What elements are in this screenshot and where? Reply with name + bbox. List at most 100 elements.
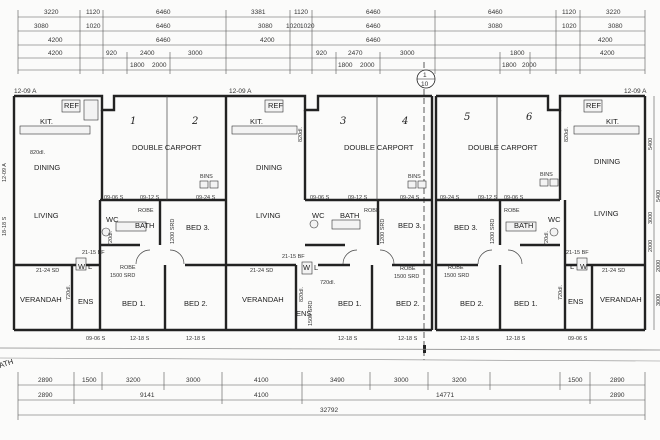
u1-1218b: 12-18 S (186, 336, 206, 342)
u3-bed2: BED 2. (460, 299, 484, 308)
u2-living: LIVING (256, 211, 281, 220)
u1-720b: 720dl. (66, 285, 72, 300)
bottom-dim-r1-1: 1500 (82, 377, 97, 384)
u3-living: LIVING (594, 209, 619, 218)
bottom-dim-r2-0: 2890 (38, 392, 53, 399)
bottom-dimension-strings: 2890 1500 3200 3000 4100 3490 3000 3200 … (17, 372, 646, 420)
right-dim-4: 2000 (656, 260, 660, 272)
top-dim-r5-2: 1800 (338, 62, 353, 69)
u2-bed2: BED 2. (396, 299, 420, 308)
carports: 1 2 DOUBLE CARPORT BINS 3 4 DOUBLE CARPO… (130, 112, 559, 189)
u3-0924: 09-24 S (440, 195, 460, 201)
top-dim-r4-0: 4200 (48, 50, 63, 57)
u1-l: L (88, 262, 92, 271)
carport-1-n2: 2 (191, 116, 198, 127)
u1-living: LIVING (34, 211, 59, 220)
u2-1200: 1200 SRD (380, 219, 386, 244)
top-dim-r5-3: 2000 (360, 62, 375, 69)
top-dim-r4-7: 1800 (510, 50, 525, 57)
top-dim-r1-7: 1120 (562, 9, 576, 16)
u2-verandah: VERANDAH (242, 295, 284, 304)
top-dim-r4-8: 4200 (600, 50, 615, 57)
top-dim-r4-3: 3000 (188, 50, 203, 57)
u2-820b: 820dl. (299, 287, 305, 302)
bottom-dim-r1-7: 3200 (452, 377, 467, 384)
right-dim-3: 5400 (656, 190, 660, 202)
u1-robe1: ROBE (138, 208, 154, 214)
bottom-dim-r1-4: 4100 (254, 377, 269, 384)
carport-1-label: DOUBLE CARPORT (132, 143, 202, 152)
u1-ref: REF (64, 101, 79, 110)
carport-2-bins: BINS (408, 174, 421, 180)
carport-3-n1: 5 (464, 112, 470, 123)
u2-1218b: 12-18 S (398, 336, 418, 342)
top-dim-r2-6: 6460 (366, 23, 381, 30)
u1-bath: BATH (135, 221, 154, 230)
u2-2124: 21-24 SD (250, 268, 273, 274)
bottom-dim-r1-3: 3000 (186, 377, 201, 384)
u2-ens: ENS (296, 309, 311, 318)
u1-bed1: BED 1. (122, 299, 146, 308)
top-dim-r2-2: 6460 (156, 23, 171, 30)
bottom-dim-r2-1: 9141 (140, 392, 155, 399)
u2-1500: 1500 SRD (394, 274, 419, 280)
u1-bed2: BED 2. (184, 299, 208, 308)
u3-720b: 720dl. (558, 285, 564, 300)
street-boundary: ATH (0, 347, 660, 370)
top-dim-r3-0: 4200 (48, 37, 63, 44)
top-dim-r5-5: 2000 (522, 62, 537, 69)
u1-1200: 1200 SRD (170, 219, 176, 244)
u3-l: L (570, 262, 574, 271)
right-dim-0: 5400 (648, 138, 654, 150)
u2-bath: BATH (340, 211, 359, 220)
section-marker-top: 1 (423, 72, 427, 79)
u1-720a: 720dl. (108, 231, 114, 246)
u1-bed3: BED 3. (186, 223, 210, 232)
top-dim-r2-7: 3080 (488, 23, 503, 30)
top-dim-r2-3: 3080 (258, 23, 273, 30)
u3-ens: ENS (568, 297, 583, 306)
u1-1218a: 12-18 S (130, 336, 150, 342)
unit-1: 12-09 A REF KIT. 12-09 A 18-18 S 820dl. … (2, 88, 216, 342)
u1-1500: 1500 SRD (110, 273, 135, 279)
top-dim-r3-1: 6460 (156, 37, 171, 44)
top-dim-r3-2: 4200 (260, 37, 275, 44)
top-dim-r5-0: 1800 (130, 62, 145, 69)
right-dim-5: 3000 (656, 294, 660, 306)
top-dim-r1-1: 1120 (86, 9, 100, 16)
top-dim-r2-1: 1020 (86, 23, 101, 30)
u3-dim-top: 12-09 A (624, 88, 647, 95)
u1-dining: DINING (34, 163, 60, 172)
u3-robe2: ROBE (448, 265, 464, 271)
u1-0906b: 09-06 S (86, 336, 106, 342)
section-marker-bottom: 10 (421, 81, 429, 88)
u2-robe2: ROBE (400, 266, 416, 272)
unit-2: 12-09 A REF KIT. 820dl. DINING LIVING 09… (229, 88, 422, 342)
building-walls (12, 94, 647, 332)
u2-820: 820dl. (298, 127, 304, 142)
top-dim-r5-4: 1800 (502, 62, 517, 69)
u3-1218a: 12-18 S (506, 336, 526, 342)
top-dim-r4-4: 920 (316, 50, 327, 57)
top-dim-r1-3: 3381 (251, 9, 266, 16)
u1-ens: ENS (78, 297, 93, 306)
bottom-dim-r1-5: 3490 (330, 377, 345, 384)
u1-dim-top: 12-09 A (14, 88, 37, 95)
top-dim-r4-6: 3000 (400, 50, 415, 57)
right-dim-2: 2000 (648, 240, 654, 252)
bottom-dim-r2-4: 2890 (610, 392, 625, 399)
top-dim-r2-4: 1020 (286, 23, 301, 30)
u1-kit: KIT. (40, 117, 53, 126)
top-dim-r1-5: 6460 (366, 9, 381, 16)
top-dim-r1-2: 6460 (156, 9, 171, 16)
u3-robe1: ROBE (504, 208, 520, 214)
u3-2124: 21-24 SD (602, 268, 625, 274)
u1-0906a: 09-06 S (104, 195, 124, 201)
top-dim-r3-3: 6460 (366, 37, 381, 44)
u2-0924: 09-24 S (400, 195, 420, 201)
top-dim-r2-0: 3080 (34, 23, 49, 30)
u3-0906a: 09-06 S (504, 195, 524, 201)
u2-ref: REF (268, 101, 283, 110)
u1-side1: 12-09 A (2, 163, 8, 182)
